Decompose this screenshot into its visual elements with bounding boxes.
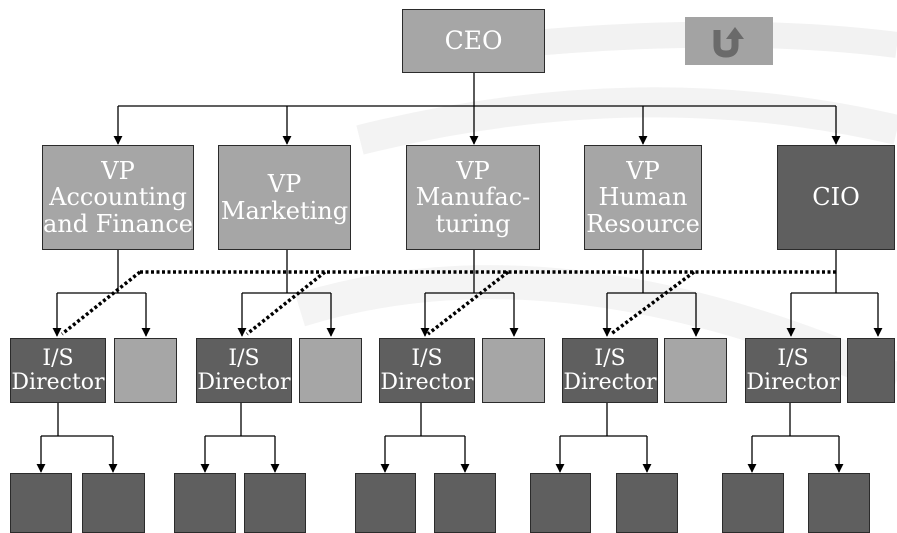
vp-human-resource-label: VP Human Resource [586,156,700,238]
ceo-box: CEO [402,9,545,73]
staff-box [482,338,545,403]
staff-box [664,338,727,403]
staff-box [355,473,416,533]
vp-marketing-label: VP Marketing [220,170,349,225]
vp-human-resource-box: VP Human Resource [584,145,702,250]
staff-box [847,338,895,403]
vp-accounting-finance-box: VP Accounting and Finance [42,145,194,250]
vp-accounting-finance-label: VP Accounting and Finance [43,156,193,238]
staff-box [174,473,236,533]
is-director-box: I/S Director [562,338,658,403]
vp-manufacturing-label: VP Manufac- turing [415,156,531,238]
is-director-label: I/S Director [11,346,105,395]
ceo-label: CEO [444,26,503,56]
vp-manufacturing-box: VP Manufac- turing [406,145,540,250]
staff-box [434,473,496,533]
staff-box [808,473,870,533]
is-director-label: I/S Director [746,346,840,395]
staff-box [10,473,72,533]
staff-box [616,473,678,533]
is-director-box: I/S Director [10,338,106,403]
is-director-label: I/S Director [197,346,291,395]
cio-label: CIO [812,183,860,212]
is-director-label: I/S Director [563,346,657,395]
return-button[interactable] [685,17,773,65]
staff-box [530,473,591,533]
staff-box [114,338,177,403]
staff-box [82,473,145,533]
is-director-label: I/S Director [380,346,474,395]
u-turn-arrow-icon [713,27,744,58]
staff-box [244,473,306,533]
cio-box: CIO [777,145,895,250]
is-director-box: I/S Director [196,338,292,403]
staff-box [722,473,784,533]
staff-box [299,338,362,403]
is-director-box: I/S Director [379,338,475,403]
is-director-box: I/S Director [745,338,841,403]
vp-marketing-box: VP Marketing [218,145,351,250]
